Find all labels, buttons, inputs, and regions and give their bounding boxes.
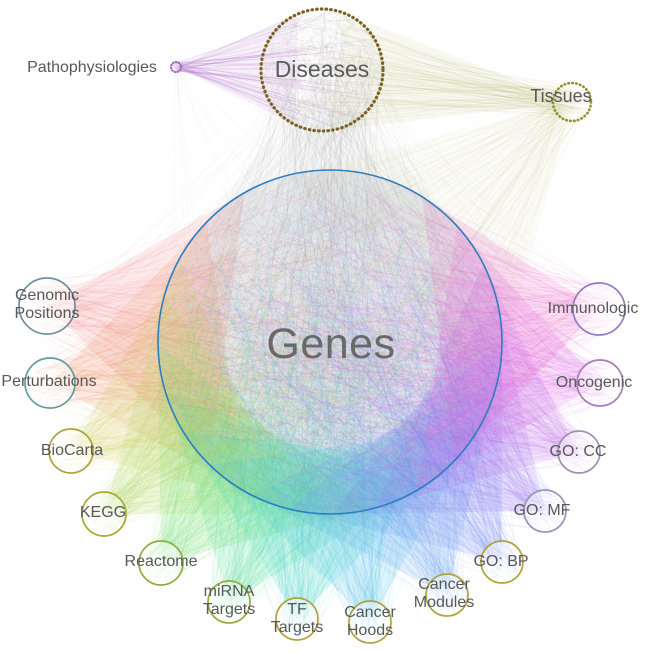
node-oncogenic[interactable]: [576, 359, 624, 407]
label-genes[interactable]: Genes: [266, 319, 396, 368]
node-pathophysiologies[interactable]: [169, 60, 183, 74]
label-reactome[interactable]: Reactome: [124, 553, 198, 571]
node-genes[interactable]: [157, 169, 503, 515]
label-go-bp[interactable]: GO: BP: [473, 553, 529, 571]
label-tf-targets[interactable]: TF Targets: [270, 601, 324, 636]
label-pathophysiologies[interactable]: Pathophysiologies: [27, 59, 157, 77]
node-mirna-targets[interactable]: [207, 580, 251, 624]
label-tissues[interactable]: Tissues: [530, 85, 592, 106]
label-cancer-modules[interactable]: Cancer Modules: [413, 576, 475, 611]
node-go-mf[interactable]: [523, 489, 567, 533]
node-kegg[interactable]: [81, 491, 127, 537]
label-immunologic[interactable]: Immunologic: [547, 300, 639, 318]
node-cancer-modules[interactable]: [425, 573, 469, 617]
label-oncogenic[interactable]: Oncogenic: [555, 374, 633, 392]
node-perturbations[interactable]: [24, 357, 76, 409]
node-cancer-hoods[interactable]: [348, 600, 392, 644]
node-reactome[interactable]: [138, 540, 184, 586]
label-genomic-positions[interactable]: Genomic Positions: [14, 287, 80, 322]
label-biocarta[interactable]: BioCarta: [40, 442, 104, 460]
layer-nodes: [18, 7, 626, 644]
layer-edge-lines: [19, 8, 625, 643]
node-tf-targets[interactable]: [275, 597, 319, 641]
label-mirna-targets[interactable]: miRNA Targets: [202, 583, 256, 618]
node-genomic-positions[interactable]: [18, 277, 76, 335]
genes-circle-fill: [158, 170, 502, 514]
node-immunologic[interactable]: [572, 282, 626, 336]
label-perturbations[interactable]: Perturbations: [1, 373, 97, 391]
label-kegg[interactable]: KEGG: [79, 504, 127, 522]
node-go-bp[interactable]: [480, 540, 524, 584]
label-go-cc[interactable]: GO: CC: [549, 443, 607, 461]
node-go-cc[interactable]: [557, 430, 601, 474]
label-go-mf[interactable]: GO: MF: [513, 502, 571, 520]
node-tissues[interactable]: [551, 81, 593, 123]
node-biocarta[interactable]: [48, 428, 94, 474]
node-diseases[interactable]: [259, 7, 385, 133]
label-diseases[interactable]: Diseases: [274, 56, 370, 83]
layer-genes-fill: [158, 170, 502, 514]
label-cancer-hoods[interactable]: Cancer Hoods: [344, 604, 396, 639]
